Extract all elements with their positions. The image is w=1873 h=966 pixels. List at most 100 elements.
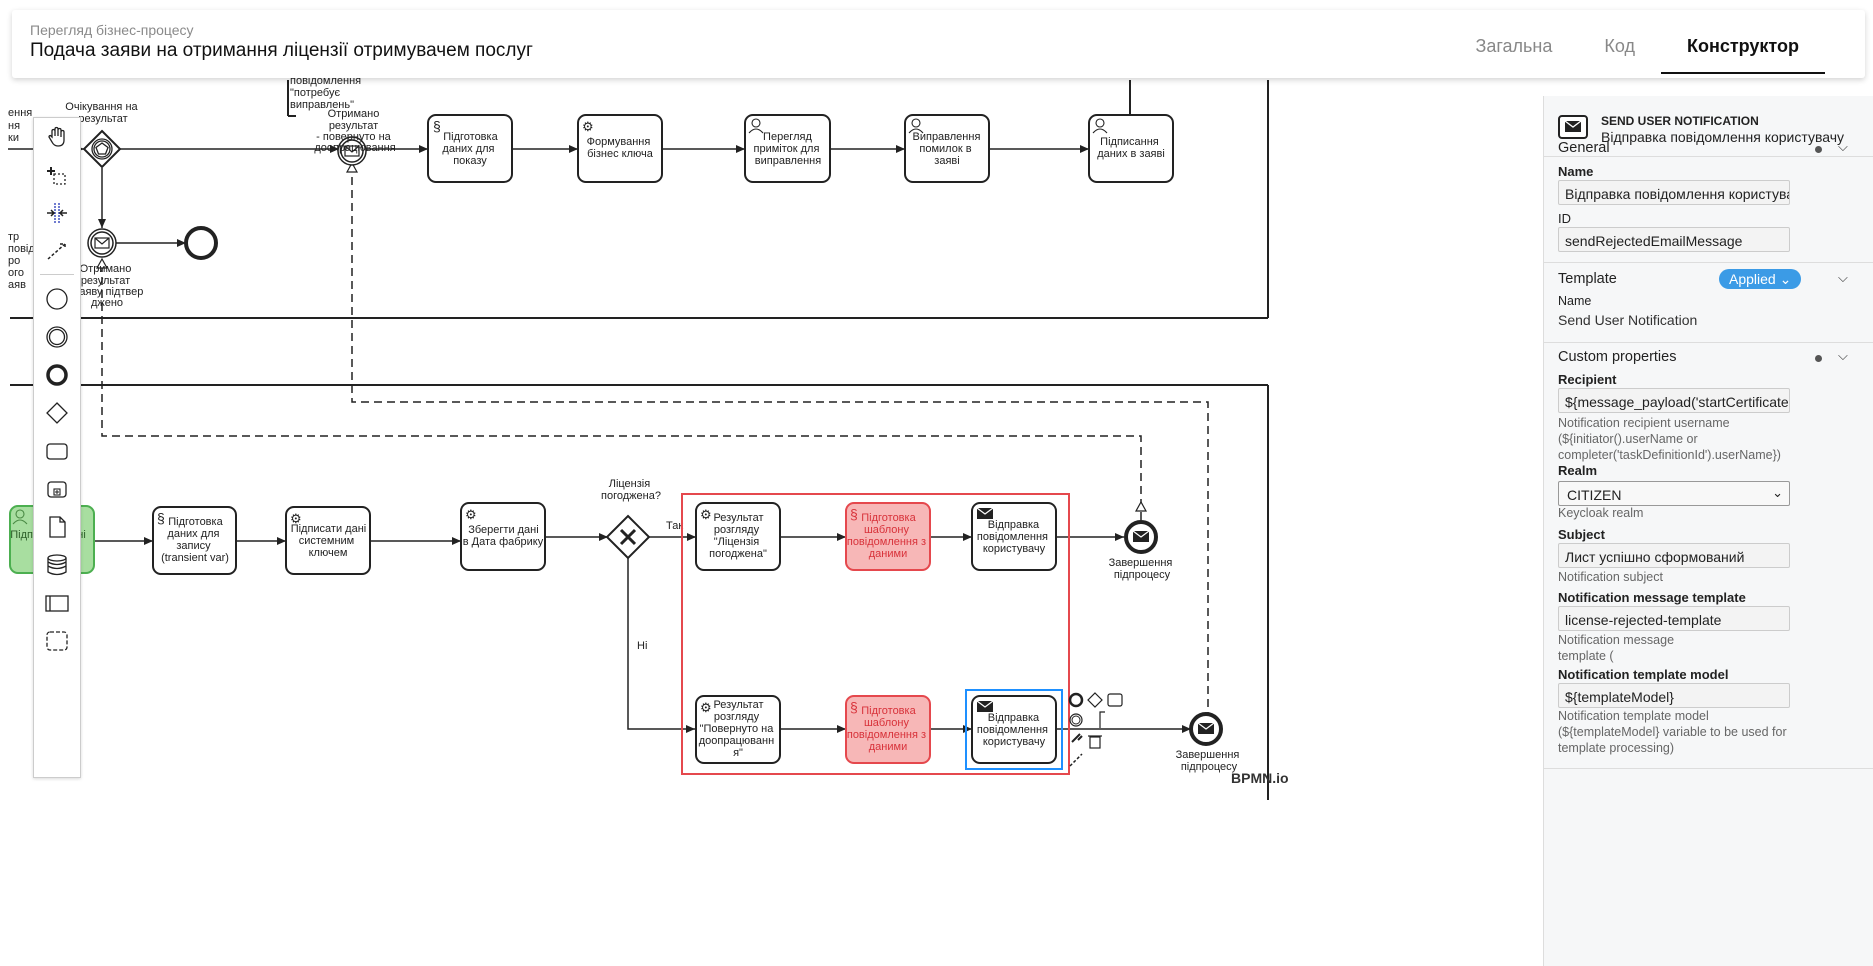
task-prepare-template-top[interactable]: § Підготовка шаблону повідомлення з дани… [845,502,931,571]
group-divider [1544,768,1873,769]
exclusive-gateway[interactable] [605,514,651,560]
task-result-approved[interactable]: ⚙ Результат розгляду "Ліцензія погоджена… [695,502,781,571]
svg-text:Підписати дані системним: Підписати дані системним ключем [291,523,370,559]
tab-code[interactable]: Код [1604,36,1635,56]
event-revision-label: Отримано результат - повернуто на доопра… [314,108,395,154]
svg-text:Перегляд приміток для: Перегляд приміток для виправлення [754,131,823,167]
task-fix-errors[interactable]: Виправлення помилок в заяві [904,114,990,183]
realm-label: Realm [1558,463,1598,478]
task-result-returned[interactable]: ⚙ Результат розгляду "Повернуто на доопр… [695,695,781,764]
element-name: Відправка повідомлення користувачу [1601,129,1844,145]
group-icon[interactable] [38,622,76,660]
group-divider [1544,262,1873,263]
task-prepare-record[interactable]: § Підготовка даних для запису (transient… [152,506,237,575]
bottom-sequence-flows [94,533,1191,733]
template-model-input[interactable]: ${templateModel} [1558,683,1790,708]
svg-text:Результат розгляду: Результат розгляду "Ліцензія погоджена" [709,512,767,560]
svg-text:⚙: ⚙ [290,511,302,526]
name-input[interactable]: Відправка повідомлення користувачу [1558,180,1790,205]
task-prepare-display[interactable]: § Підготовка даних для показу [427,114,513,183]
task-send-notification-top[interactable]: Відправка повідомлення користувачу [971,502,1057,571]
svg-text:Підписання даних в заяві: Підписання даних в заяві [1097,136,1165,160]
end-event-message-top[interactable] [1124,520,1158,554]
svg-text:§: § [850,699,858,715]
page-title: Подача заяви на отримання ліцензії отрим… [30,40,533,61]
task-save-data-factory[interactable]: ⚙ Зберегти дані в Дата фабрику [460,502,546,571]
data-object-icon[interactable] [38,508,76,546]
end-event-message-bottom[interactable] [1189,712,1223,746]
group-template-title[interactable]: Template [1558,271,1617,287]
template-applied-badge[interactable]: Applied ⌄ [1719,269,1802,289]
data-store-icon[interactable] [38,546,76,584]
subject-label: Subject [1558,527,1605,542]
properties-panel: SEND USER NOTIFICATION Відправка повідом… [1543,96,1873,966]
id-label: ID [1558,211,1571,226]
svg-text:⚙: ⚙ [700,507,712,522]
start-event-icon[interactable] [38,280,76,318]
space-tool-icon[interactable] [38,194,76,232]
group-custom-title[interactable]: Custom properties [1558,349,1677,365]
group-template-chevron-icon[interactable]: ⌵ [1838,270,1848,285]
top-sequence-flows [8,145,1089,247]
bpmn-io-watermark[interactable]: BPMN.io [1231,770,1289,786]
template-model-description: Notification template model (${templateM… [1558,709,1787,755]
message-catch-event-confirmed[interactable] [87,228,117,258]
svg-text:Зберегти дані в Дата фаб: Зберегти дані в Дата фабрику [463,524,544,548]
end-event-bottom-label: Завершення підпроцесу [1176,749,1243,773]
page-header: Перегляд бізнес-процесу Подача заяви на … [12,10,1865,78]
svg-text:§: § [850,506,858,522]
pool-lines [10,80,1269,800]
end-event-top[interactable] [184,226,218,260]
flow-label-no: Ні [637,640,647,652]
gateway-icon[interactable] [38,394,76,432]
task-prepare-template-bottom[interactable]: § Підготовка шаблону повідомлення з дани… [845,695,931,764]
append-intermediate-event-icon [1069,713,1083,727]
intermediate-event-icon[interactable] [38,318,76,356]
svg-text:Результат розгляду: Результат розгляду "Повернуто на доопрац… [699,699,777,759]
subject-input[interactable]: Лист успішно сформований [1558,543,1790,568]
svg-text:Підготовка шаблону: Підготовка шаблону повідомлення з даними [847,512,929,560]
svg-text:⚙: ⚙ [465,507,477,522]
tab-constructor[interactable]: Конструктор [1660,22,1825,74]
task-business-key[interactable]: ⚙ Формування бізнес ключа [577,114,663,183]
message-template-description: Notification message template ( [1558,633,1675,663]
flow-label-yes: Так [666,520,683,532]
context-pad[interactable] [1068,692,1123,767]
svg-text:Відправка повідомлення: Відправка повідомлення користувачу [977,712,1051,748]
hand-tool-icon[interactable] [38,118,76,156]
realm-select[interactable]: CITIZEN ⌄ [1558,481,1790,506]
subprocess-icon[interactable] [38,470,76,508]
message-catch-event-revision[interactable] [337,136,367,166]
name-label: Name [1558,164,1594,179]
tab-general[interactable]: Загальна [1475,36,1553,56]
svg-text:§: § [157,510,165,526]
group-divider [1544,342,1873,343]
group-general-title[interactable]: General [1558,140,1610,156]
message-template-input[interactable]: license-rejected-template [1558,606,1790,631]
task-review-notes[interactable]: Перегляд приміток для виправлення [744,114,831,183]
connect-icon [1069,753,1083,767]
group-custom-chevron-icon[interactable]: ⌵ [1838,348,1848,363]
svg-text:Формування бізнес ключа: Формування бізнес ключа [587,136,654,160]
end-event-icon[interactable] [38,356,76,394]
recipient-input[interactable]: ${message_payload('startCertificateMessa [1558,388,1790,413]
event-based-gateway[interactable] [82,129,122,169]
svg-text:§: § [433,118,441,134]
send-notification-icon [1558,115,1588,139]
task-icon[interactable] [38,432,76,470]
task-sign-system-key[interactable]: ⚙ Підписати дані системним ключем [285,506,371,575]
group-general-dot-icon [1815,146,1822,153]
lasso-tool-icon[interactable] [38,156,76,194]
pool-icon[interactable] [38,584,76,622]
template-name-value: Send User Notification [1558,312,1698,328]
id-input[interactable]: sendRejectedEmailMessage [1558,227,1790,252]
template-model-label: Notification template model [1558,667,1729,682]
group-general-chevron-icon[interactable]: ⌵ [1838,139,1848,154]
svg-text:Підготовка шаблону: Підготовка шаблону повідомлення з даними [847,705,929,753]
chevron-down-icon: ⌄ [1772,485,1783,500]
message-flows [101,168,1209,720]
global-connect-icon[interactable] [38,232,76,270]
task-sign-data[interactable]: Підписання даних в заяві [1088,114,1174,183]
task-send-notification-bottom[interactable]: Відправка повідомлення користувачу [971,695,1057,764]
